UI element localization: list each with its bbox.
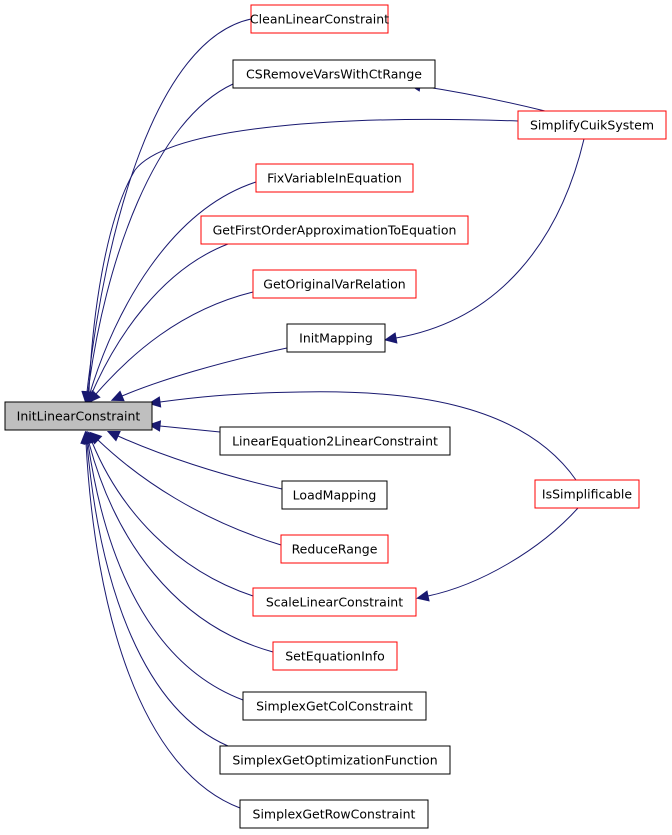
node-CSRemoveVarsWithCtRange[interactable]: CSRemoveVarsWithCtRange: [232, 59, 436, 89]
node-label: CleanLinearConstraint: [250, 12, 389, 27]
edge-SimplifyCuikSystem-to-InitMapping: [383, 138, 585, 344]
node-CleanLinearConstraint[interactable]: CleanLinearConstraint: [250, 4, 389, 34]
node-box: [281, 480, 388, 510]
edge-InitMapping-to-InitLinearConstraint: [110, 347, 288, 402]
node-SimplexGetColConstraint[interactable]: SimplexGetColConstraint: [242, 691, 427, 721]
nodes-layer: InitLinearConstraint CleanLinearConstrain…: [4, 4, 667, 829]
node-label: SimplexGetRowConstraint: [253, 807, 416, 822]
node-box: [255, 163, 414, 193]
arrowhead: [147, 420, 162, 432]
arrowhead: [87, 389, 101, 404]
node-GetFirstOrderApproximationToEquation[interactable]: GetFirstOrderApproximationToEquation: [200, 215, 469, 245]
edge-LoadMapping-to-InitLinearConstraint: [106, 430, 283, 490]
node-label: FixVariableInEquation: [267, 171, 402, 186]
edge-GetOriginalVarRelation-to-InitLinearConstraint: [87, 291, 254, 404]
node-label: SimplifyCuikSystem: [530, 118, 654, 133]
node-ScaleLinearConstraint[interactable]: ScaleLinearConstraint: [252, 587, 417, 617]
node-LinearEquation2LinearConstraint[interactable]: LinearEquation2LinearConstraint: [219, 426, 451, 456]
arrowhead: [110, 390, 125, 402]
node-box: [232, 59, 436, 89]
edge-ScaleLinearConstraint-to-InitLinearConstraint: [86, 430, 254, 597]
node-box: [272, 641, 398, 671]
node-SetEquationInfo[interactable]: SetEquationInfo: [272, 641, 398, 671]
edge-IsSimplificable-to-InitLinearConstraint: [147, 391, 577, 481]
node-label: GetOriginalVarRelation: [263, 277, 405, 292]
node-box: [286, 323, 386, 353]
node-InitMapping[interactable]: InitMapping: [286, 323, 386, 353]
node-box: [242, 691, 427, 721]
edge-SetEquationInfo-to-InitLinearConstraint: [83, 431, 274, 653]
node-box: [219, 426, 451, 456]
arrowhead: [80, 430, 92, 444]
node-label: LinearEquation2LinearConstraint: [232, 434, 438, 449]
node-IsSimplificable[interactable]: IsSimplificable: [534, 479, 640, 509]
node-box: [534, 479, 640, 509]
edge-FixVariableInEquation-to-InitLinearConstraint: [84, 181, 257, 405]
arrowhead: [416, 590, 430, 602]
node-InitLinearConstraint[interactable]: InitLinearConstraint: [4, 401, 153, 431]
edge-SimplexGetRowConstraint-to-InitLinearConstraint: [80, 430, 241, 809]
node-label: SetEquationInfo: [285, 649, 385, 664]
arrowhead: [147, 396, 162, 408]
node-label: SimplexGetOptimizationFunction: [232, 753, 437, 768]
edge-GetFirstOrderApproximationToEquation-to-InitLinearConstraint: [86, 243, 229, 405]
edge-SimplifyCuikSystem-to-InitLinearConstraint: [83, 118, 519, 405]
node-label: InitMapping: [299, 331, 373, 346]
node-LoadMapping[interactable]: LoadMapping: [281, 480, 388, 510]
node-label: ReduceRange: [292, 542, 378, 557]
node-label: IsSimplificable: [542, 487, 632, 502]
edge-IsSimplificable-to-ScaleLinearConstraint: [416, 507, 579, 602]
node-label: LoadMapping: [293, 488, 377, 503]
node-GetOriginalVarRelation[interactable]: GetOriginalVarRelation: [252, 269, 417, 299]
node-box: [239, 799, 429, 829]
node-label: GetFirstOrderApproximationToEquation: [213, 223, 457, 238]
node-SimplexGetOptimizationFunction[interactable]: SimplexGetOptimizationFunction: [219, 745, 451, 775]
node-box: [4, 401, 153, 431]
node-label: ScaleLinearConstraint: [266, 595, 403, 610]
node-FixVariableInEquation[interactable]: FixVariableInEquation: [255, 163, 414, 193]
node-box: [250, 4, 389, 34]
node-label: CSRemoveVarsWithCtRange: [246, 67, 422, 82]
edge-LinearEquation2LinearConstraint-to-InitLinearConstraint: [147, 420, 221, 433]
node-ReduceRange[interactable]: ReduceRange: [280, 534, 389, 564]
arrowhead: [106, 430, 121, 442]
node-label: InitLinearConstraint: [17, 409, 141, 424]
node-box: [219, 745, 451, 775]
node-box: [252, 269, 417, 299]
node-box: [280, 534, 389, 564]
node-box: [252, 587, 417, 617]
arrowhead: [383, 332, 398, 344]
node-box: [517, 110, 667, 140]
node-SimplexGetRowConstraint[interactable]: SimplexGetRowConstraint: [239, 799, 429, 829]
node-SimplifyCuikSystem[interactable]: SimplifyCuikSystem: [517, 110, 667, 140]
node-box: [200, 215, 469, 245]
edges-layer: [80, 18, 585, 809]
node-label: SimplexGetColConstraint: [256, 699, 413, 714]
